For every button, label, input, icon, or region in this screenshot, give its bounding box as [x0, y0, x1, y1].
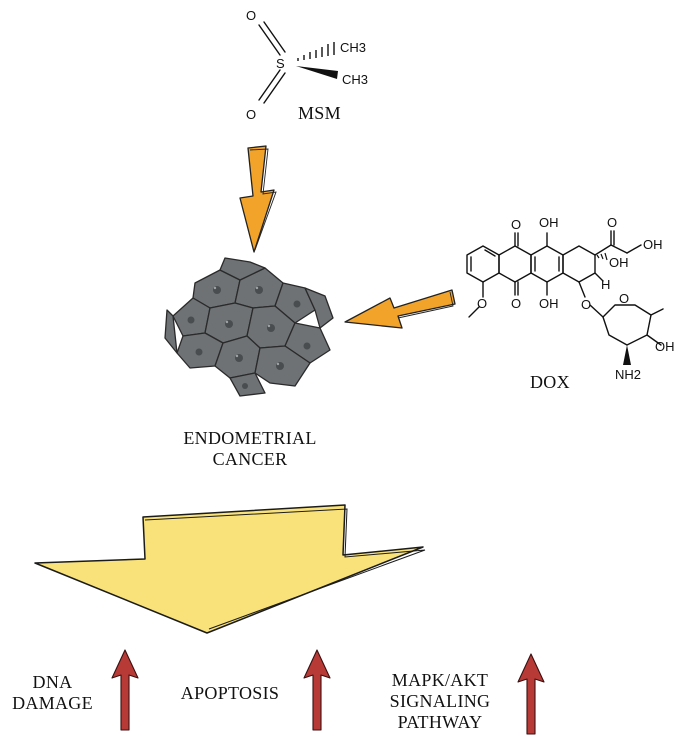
dox-atom-o-sugar: O [619, 291, 629, 306]
big-yellow-arrow [34, 504, 426, 634]
outcome-mapk-line2: SIGNALING [389, 691, 491, 711]
outcome-mapk-line3: PATHWAY [397, 712, 483, 732]
outcome-mapk-line1: MAPK/AKT [391, 670, 489, 690]
dox-atom-o-bottom: O [511, 296, 521, 311]
dox-arrow [344, 289, 456, 329]
outcome-apoptosis: APOPTOSIS [180, 683, 280, 703]
outcome-dna-damage: DNA DAMAGE [0, 672, 105, 714]
dox-atom-oh-top-right: OH [643, 237, 663, 252]
dox-structure: OH O O OH OH O OH O H O O OH NH2 [466, 215, 675, 382]
dox-label: DOX [530, 372, 570, 392]
up-arrow-mapk-akt [517, 653, 545, 735]
msm-methyl-1: CH3 [340, 40, 366, 55]
outcome-dna-line1: DNA [32, 672, 73, 692]
endometrial-label-line1: ENDOMETRIAL [183, 428, 317, 448]
outcome-dna-line2: DAMAGE [12, 693, 93, 713]
up-arrow-dna-damage [111, 649, 139, 731]
dox-atom-nh2: NH2 [615, 367, 641, 382]
outcome-mapk-akt: MAPK/AKT SIGNALING PATHWAY [370, 670, 510, 733]
msm-methyl-2: CH3 [342, 72, 368, 87]
dox-atom-oh-ring: OH [609, 255, 629, 270]
endometrial-label-line2: CANCER [212, 449, 288, 469]
dox-atom-o-glycoside: O [581, 297, 591, 312]
msm-atom-s: S [276, 56, 285, 71]
endometrial-cell-cluster [164, 257, 334, 397]
msm-arrow [239, 145, 277, 253]
dox-atom-o-ketone-side: O [607, 215, 617, 230]
dox-atom-h: H [601, 277, 610, 292]
dox-atom-oh-top-left: OH [539, 215, 559, 230]
dox-atom-o-methoxy: O [477, 296, 487, 311]
up-arrow-apoptosis [303, 649, 331, 731]
msm-atom-o-bottom: O [246, 107, 256, 122]
dox-atom-oh-sugar: OH [655, 339, 675, 354]
dox-atom-o-top: O [511, 217, 521, 232]
endometrial-cancer-label: ENDOMETRIAL CANCER [150, 428, 350, 470]
msm-label: MSM [298, 103, 341, 123]
msm-atom-o-top: O [246, 8, 256, 23]
msm-structure: S O O CH3 CH3 [246, 8, 368, 122]
dox-atom-oh-bottom: OH [539, 296, 559, 311]
